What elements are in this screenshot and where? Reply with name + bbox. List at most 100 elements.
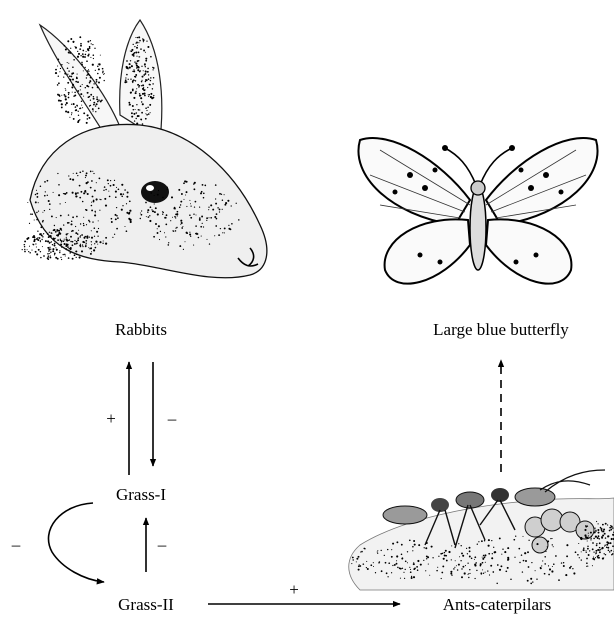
- stipple-dot: [352, 559, 353, 560]
- stipple-dot: [186, 232, 188, 234]
- stipple-dot: [385, 562, 387, 564]
- stipple-dot: [488, 539, 490, 541]
- stipple-dot: [72, 258, 74, 260]
- stipple-dot: [78, 115, 79, 116]
- stipple-dot: [72, 72, 74, 74]
- stipple-dot: [481, 540, 483, 542]
- stipple-dot: [384, 555, 385, 556]
- stipple-dot: [56, 249, 57, 250]
- stipple-dot: [77, 192, 79, 194]
- stipple-dot: [42, 246, 43, 247]
- stipple-dot: [90, 187, 92, 189]
- stipple-dot: [496, 583, 497, 584]
- stipple-dot: [96, 198, 98, 200]
- stipple-dot: [427, 556, 429, 558]
- stipple-dot: [414, 544, 416, 546]
- stipple-dot: [93, 201, 95, 203]
- stipple-dot: [584, 529, 586, 531]
- stipple-dot: [50, 251, 52, 253]
- stipple-dot: [565, 574, 567, 576]
- stipple-dot: [70, 38, 72, 40]
- stipple-dot: [147, 211, 149, 213]
- stipple-dot: [377, 551, 378, 552]
- stipple-dot: [77, 74, 78, 75]
- stipple-dot: [76, 241, 78, 243]
- stipple-dot: [485, 562, 486, 563]
- stipple-dot: [103, 74, 104, 75]
- stipple-dot: [140, 70, 141, 71]
- stipple-dot: [147, 209, 149, 211]
- stipple-dot: [86, 51, 87, 52]
- stipple-dot: [70, 223, 72, 225]
- stipple-dot: [86, 224, 87, 225]
- stipple-dot: [64, 239, 65, 240]
- stipple-dot: [55, 257, 57, 259]
- stipple-dot: [82, 170, 83, 171]
- stipple-dot: [507, 547, 509, 549]
- stipple-dot: [145, 60, 147, 62]
- stipple-dot: [201, 236, 202, 237]
- stipple-dot: [81, 62, 83, 64]
- stipple-dot: [96, 182, 97, 183]
- stipple-dot: [402, 568, 403, 569]
- stipple-dot: [532, 581, 533, 582]
- stipple-dot: [61, 95, 62, 96]
- stipple-dot: [210, 204, 212, 206]
- stipple-dot: [596, 543, 597, 544]
- stipple-dot: [492, 571, 494, 573]
- stipple-dot: [193, 183, 195, 185]
- stipple-dot: [83, 223, 84, 224]
- stipple-dot: [98, 108, 100, 110]
- stipple-dot: [148, 113, 150, 115]
- stipple-dot: [133, 79, 135, 81]
- stipple-dot: [417, 569, 419, 571]
- stipple-dot: [432, 557, 433, 558]
- stipple-dot: [58, 230, 60, 232]
- stipple-dot: [90, 40, 91, 41]
- stipple-dot: [79, 171, 81, 173]
- stipple-dot: [134, 61, 135, 62]
- stipple-dot: [60, 100, 62, 102]
- stipple-dot: [136, 62, 137, 63]
- stipple-dot: [85, 67, 86, 68]
- stipple-dot: [86, 122, 88, 124]
- stipple-dot: [184, 180, 186, 182]
- stipple-dot: [201, 191, 203, 193]
- stipple-dot: [482, 562, 484, 564]
- stipple-dot: [49, 203, 51, 205]
- stipple-dot: [49, 257, 51, 259]
- stipple-dot: [73, 173, 74, 174]
- stipple-dot: [145, 66, 146, 67]
- stipple-dot: [75, 47, 77, 49]
- stipple-dot: [75, 192, 77, 194]
- stipple-dot: [59, 71, 60, 72]
- stipple-dot: [137, 69, 139, 71]
- stipple-dot: [190, 217, 192, 219]
- stipple-dot: [138, 115, 140, 117]
- stipple-dot: [79, 197, 81, 199]
- stipple-dot: [35, 243, 36, 244]
- stipple-dot: [132, 82, 133, 83]
- stipple-dot: [157, 213, 159, 215]
- stipple-dot: [525, 560, 527, 562]
- stipple-dot: [125, 77, 126, 78]
- stipple-dot: [82, 50, 84, 52]
- stipple-dot: [607, 547, 609, 549]
- stipple-dot: [135, 80, 136, 81]
- stipple-dot: [602, 534, 604, 536]
- stipple-dot: [65, 48, 67, 50]
- stipple-dot: [81, 105, 82, 106]
- stipple-dot: [69, 75, 71, 77]
- stipple-dot: [98, 228, 99, 229]
- stipple-dot: [82, 244, 83, 245]
- stipple-dot: [85, 177, 86, 178]
- stipple-dot: [190, 236, 191, 237]
- stipple-dot: [195, 225, 197, 227]
- stipple-dot: [91, 180, 93, 182]
- stipple-dot: [80, 235, 81, 236]
- stipple-dot: [487, 570, 488, 571]
- stipple-dot: [459, 556, 460, 557]
- stipple-dot: [206, 217, 208, 219]
- stipple-dot: [219, 193, 221, 195]
- stipple-dot: [604, 546, 605, 547]
